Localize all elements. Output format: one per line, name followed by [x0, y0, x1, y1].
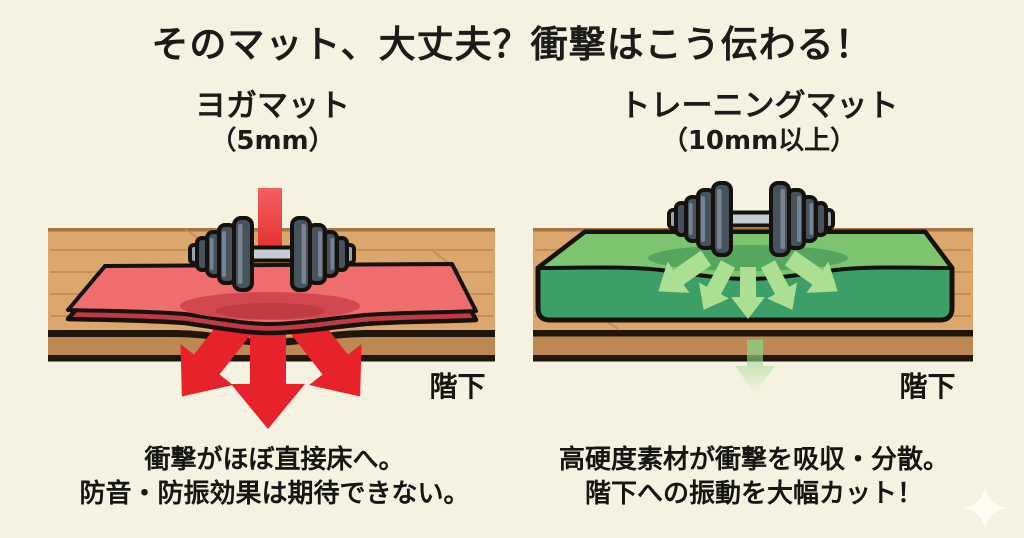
yoga-mat — [68, 262, 476, 333]
left-mat-name: ヨガマット — [195, 88, 350, 124]
left-caption-line1: 衝撃がほぼ直接床へ。 — [144, 445, 405, 475]
right-caption-line2: 階下への振動を大幅カット！ — [584, 479, 923, 509]
left-mat-thickness: （5mm） — [210, 126, 335, 156]
right-downstairs-label: 階下 — [899, 370, 956, 403]
left-downstairs-label: 階下 — [429, 370, 486, 403]
right-caption: 高硬度素材が衝撃を吸収・分散。 階下への振動を大幅カット！ — [518, 443, 990, 511]
page-title: そのマット、大丈夫？衝撃はこう伝わる！ — [151, 23, 873, 66]
right-caption-line1: 高硬度素材が衝撃を吸収・分散。 — [558, 445, 949, 475]
sparkle-icon — [962, 485, 1008, 531]
training-mat-illustration — [533, 172, 973, 394]
left-column-header: ヨガマット （5mm） — [20, 88, 525, 157]
right-mat-name: トレーニングマット — [619, 88, 899, 124]
damped-arrow-icon — [735, 340, 775, 394]
yoga-mat-illustration — [48, 188, 495, 429]
left-caption: 衝撃がほぼ直接床へ。 防音・防振効果は期待できない。 — [22, 443, 527, 511]
right-column-header: トレーニングマット （10mm以上） — [519, 88, 999, 157]
right-mat-thickness: （10mm以上） — [661, 126, 857, 156]
left-caption-line2: 防音・防振効果は期待できない。 — [79, 479, 470, 509]
